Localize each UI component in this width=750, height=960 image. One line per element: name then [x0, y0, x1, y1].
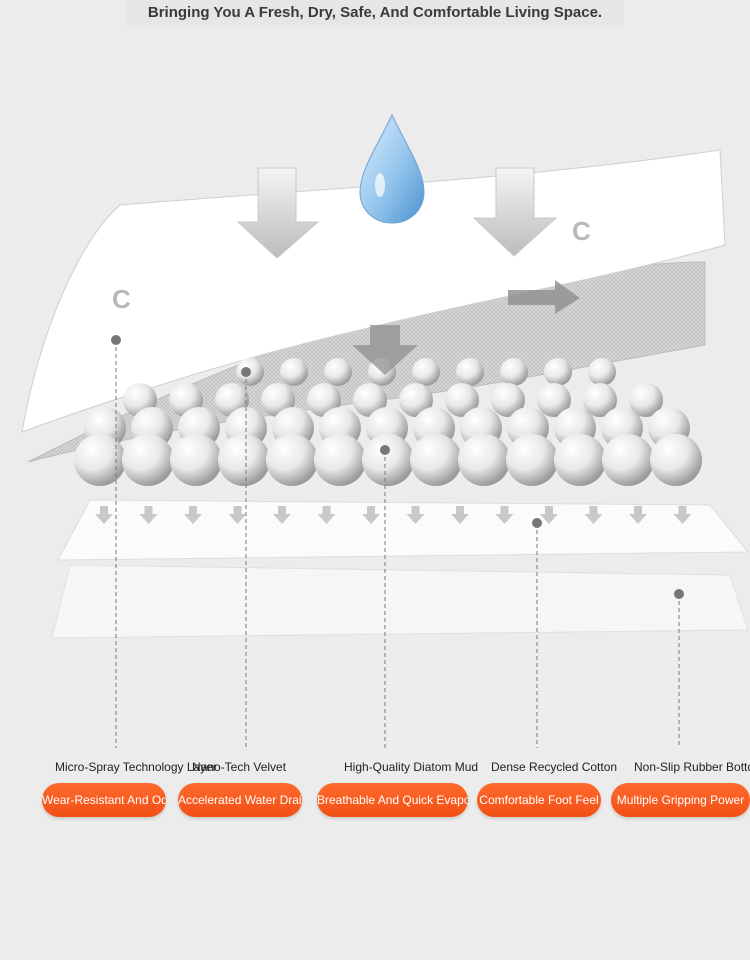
- diatom-ball: [122, 434, 174, 486]
- down-arrow-icon: [362, 506, 380, 524]
- leader-lines: [111, 335, 684, 748]
- down-arrow-icon: [540, 506, 558, 524]
- leader-dot: [241, 367, 251, 377]
- diatom-ball: [602, 434, 654, 486]
- water-drop-highlight: [375, 173, 385, 197]
- diatom-ball: [629, 383, 663, 417]
- headline-bar: Bringing You A Fresh, Dry, Safe, And Com…: [0, 0, 750, 28]
- feature-pill-text: Breathable And Quick Evaporation: [317, 793, 468, 807]
- feature-pill-text: Comfortable Foot Feel: [479, 793, 599, 807]
- diatom-ball: [544, 358, 572, 386]
- layer-label: Dense Recycled Cotton: [491, 760, 618, 774]
- right-arrow-icon: [508, 280, 580, 314]
- diatom-ball: [500, 358, 528, 386]
- down-arrow-icon: [584, 506, 603, 524]
- feature-pill: Breathable And Quick Evaporation: [317, 783, 468, 817]
- leader-dot: [111, 335, 121, 345]
- diatom-ball: [266, 434, 318, 486]
- down-arrow-icon: [352, 325, 418, 375]
- down-arrow-icon: [139, 506, 158, 524]
- layer-label: Nano-Tech Velvet: [192, 760, 287, 774]
- diatom-ball: [74, 434, 126, 486]
- feature-pill-text: Wear-Resistant And Odor-Free: [42, 793, 166, 807]
- diatom-ball: [353, 383, 387, 417]
- down-arrow-icon: [406, 506, 425, 524]
- diatom-ball: [410, 434, 462, 486]
- brand-logo: C: [572, 216, 591, 246]
- layer-label: High-Quality Diatom Mud: [344, 760, 479, 774]
- diatom-ball: [458, 434, 510, 486]
- diatom-ball: [218, 434, 270, 486]
- diatom-ball: [491, 383, 525, 417]
- down-arrow-icon: [317, 506, 336, 524]
- down-arrow-icon: [95, 506, 113, 524]
- headline-text: Bringing You A Fresh, Dry, Safe, And Com…: [125, 0, 625, 27]
- feature-pill: Multiple Gripping Power: [611, 783, 750, 817]
- layer-label: Non-Slip Rubber Bottom: [634, 760, 750, 774]
- down-arrow-icon: [472, 167, 558, 257]
- diatom-ball: [537, 383, 571, 417]
- down-arrow-icon: [228, 506, 247, 524]
- down-arrow-icon: [236, 167, 320, 259]
- leader-dot: [380, 445, 390, 455]
- feature-pill: Wear-Resistant And Odor-Free: [42, 783, 166, 817]
- diatom-ball: [362, 434, 414, 486]
- down-arrow-icon: [673, 506, 692, 524]
- feature-pill: Accelerated Water Drainage: [178, 783, 302, 817]
- cotton-layer: [57, 499, 750, 561]
- water-drop-icon: [359, 113, 425, 224]
- diatom-ball: [170, 434, 222, 486]
- feature-pill-text: Accelerated Water Drainage: [178, 793, 302, 807]
- brand-logo: C: [112, 284, 131, 314]
- diatom-ball: [399, 383, 433, 417]
- diatom-ball: [314, 434, 366, 486]
- diatom-ball: [650, 434, 702, 486]
- rubber-bottom-layer: [51, 564, 749, 639]
- diatom-ball: [583, 383, 617, 417]
- down-arrow-icon: [273, 506, 291, 524]
- leader-dot: [674, 589, 684, 599]
- diatom-ball: [588, 358, 616, 386]
- layer-label: Micro-Spray Technology Layer: [55, 760, 217, 774]
- diatom-ball: [554, 434, 606, 486]
- feature-pill: Comfortable Foot Feel: [477, 783, 601, 817]
- down-arrow-icon: [451, 506, 469, 524]
- drainage-arrows: [95, 506, 692, 524]
- diatom-ball: [506, 434, 558, 486]
- leader-dot: [532, 518, 542, 528]
- diatom-ball: [324, 358, 352, 386]
- down-arrow-icon: [629, 506, 647, 524]
- diatom-balls: [74, 358, 702, 486]
- diatom-ball: [456, 358, 484, 386]
- diatom-ball: [412, 358, 440, 386]
- down-arrow-icon: [184, 506, 202, 524]
- diatom-ball: [445, 383, 479, 417]
- down-arrow-icon: [495, 506, 514, 524]
- feature-pill-text: Multiple Gripping Power: [616, 793, 745, 807]
- diatom-ball: [280, 358, 308, 386]
